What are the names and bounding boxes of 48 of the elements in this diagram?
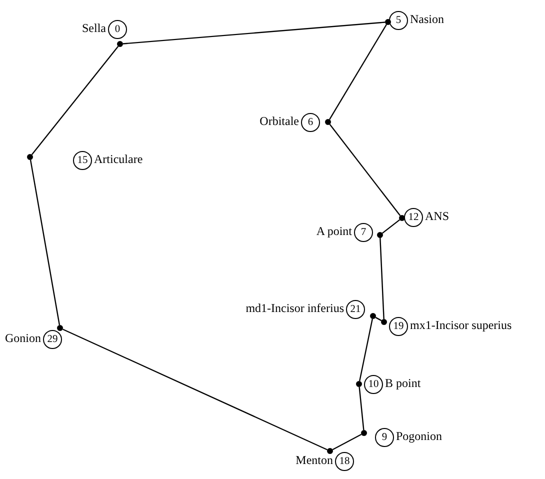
landmark-point <box>325 119 331 125</box>
landmark-number: 29 <box>43 330 62 349</box>
connector-line <box>30 160 60 326</box>
landmark-label: Nasion <box>410 12 444 26</box>
connector-line <box>358 386 364 430</box>
landmark-number: 21 <box>346 300 365 319</box>
landmark-number: 5 <box>389 11 408 30</box>
connector-line <box>122 22 386 44</box>
landmark-number: 18 <box>335 452 354 471</box>
landmark-point <box>117 41 123 47</box>
landmark-point <box>370 313 376 319</box>
landmark-number: 15 <box>73 151 92 170</box>
connector-line <box>382 219 400 234</box>
landmark-label: ANS <box>425 209 450 223</box>
landmark-label: A point <box>316 224 352 238</box>
landmark-point <box>377 232 383 238</box>
landmark-number: 9 <box>375 428 394 447</box>
landmark-point <box>356 381 362 387</box>
landmark-number: 19 <box>389 317 408 336</box>
connector-line <box>359 318 373 382</box>
landmark-point <box>381 319 387 325</box>
landmark-number: 0 <box>108 20 127 39</box>
landmark-point <box>361 430 367 436</box>
landmark-point <box>327 448 333 454</box>
connector-line <box>329 124 401 216</box>
landmark-label: md1-Incisor inferius <box>246 301 344 315</box>
landmark-label: Articulare <box>94 152 143 166</box>
connector-line <box>375 316 382 322</box>
connector-line <box>62 328 328 450</box>
landmark-label: Menton <box>296 453 333 467</box>
landmark-label: Orbitale <box>260 114 299 128</box>
landmark-label: mx1-Incisor superius <box>410 318 512 332</box>
connector-line <box>332 434 362 450</box>
landmark-label: Sella <box>82 21 106 35</box>
landmark-point <box>385 19 391 25</box>
landmark-label: B point <box>385 376 421 390</box>
landmark-point <box>57 325 63 331</box>
landmark-label: Pogonion <box>396 429 442 443</box>
connector-line <box>31 46 119 156</box>
landmark-number: 7 <box>354 223 373 242</box>
landmark-number: 10 <box>364 375 383 394</box>
landmark-number: 6 <box>301 113 320 132</box>
landmark-point <box>399 215 405 221</box>
connector-line <box>329 24 387 120</box>
connector-line <box>380 238 384 320</box>
landmark-point <box>27 154 33 160</box>
landmark-label: Gonion <box>5 331 41 345</box>
landmark-number: 12 <box>404 208 423 227</box>
